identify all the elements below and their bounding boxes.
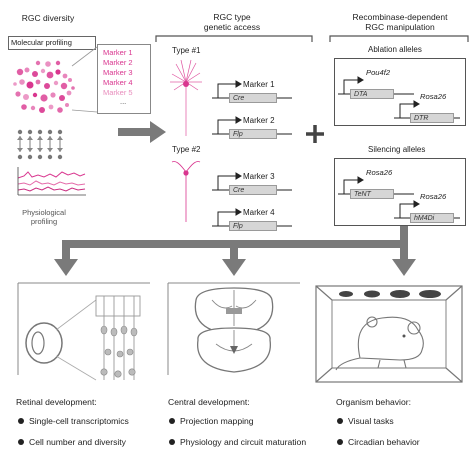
silencing-promoter: Rosa26 xyxy=(366,168,393,177)
construct-gene-label: Cre xyxy=(233,186,245,194)
construct-gene-label: Flp xyxy=(233,222,243,230)
construct-marker-label: Marker 2 xyxy=(243,116,275,125)
ablation-gene-label: DTR xyxy=(414,114,429,122)
silencing-gene-box: TeNT xyxy=(350,189,394,199)
organism-behavior-title: Organism behavior: xyxy=(336,397,411,407)
retinal-item: Single-cell transcriptomics xyxy=(29,416,129,426)
marker-list-item: Marker 4 xyxy=(103,78,133,87)
silencing-gene-label: hM4Di xyxy=(414,214,435,222)
retinal-development-title: Retinal development: xyxy=(16,397,97,407)
retinal-item: Cell number and diversity xyxy=(29,437,126,447)
construct-marker-label: Marker 4 xyxy=(243,208,275,217)
section3-title: Recombinase-dependent RGC manipulation xyxy=(330,12,470,32)
type2-label: Type #2 xyxy=(172,145,201,154)
section3-title-line1: Recombinase-dependent xyxy=(352,12,448,22)
silencing-promoter: Rosa26 xyxy=(420,192,447,201)
ablation-promoter: Pou4f2 xyxy=(366,68,391,77)
central-item: Physiology and circuit maturation xyxy=(180,437,307,447)
ablation-gene-label: DTA xyxy=(354,90,368,98)
molecular-profiling-label-box: Molecular profiling xyxy=(8,36,96,50)
section2-title-line1: RGC type xyxy=(213,12,251,22)
ablation-title: Ablation alleles xyxy=(368,45,422,54)
section1-title: RGC diversity xyxy=(21,13,75,23)
construct-gene-box: Flp xyxy=(229,221,277,231)
silencing-gene-label: TeNT xyxy=(354,190,371,198)
ablation-promoter: Rosa26 xyxy=(420,92,447,101)
molecular-profiling-label: Molecular profiling xyxy=(11,38,72,47)
marker-list-item: Marker 2 xyxy=(103,58,133,67)
construct-gene-box: Flp xyxy=(229,129,277,139)
marker-list-item: Marker 5 xyxy=(103,88,133,97)
central-development-title: Central development: xyxy=(168,397,250,407)
construct-marker-label: Marker 1 xyxy=(243,80,275,89)
marker-list-box: Marker 1 Marker 2 Marker 3 Marker 4 Mark… xyxy=(97,44,151,114)
right-arrow-icon xyxy=(118,121,166,143)
silencing-title: Silencing alleles xyxy=(368,145,426,154)
section3-title-line2: RGC manipulation xyxy=(365,22,435,32)
physio-label-line1: Physiological xyxy=(22,208,66,217)
silencing-gene-box: hM4Di xyxy=(410,213,454,223)
physio-label-line2: profiling xyxy=(30,217,58,226)
marker-list-item: ... xyxy=(120,97,127,106)
physiological-profiling-label: Physiological profiling xyxy=(14,208,74,226)
construct-gene-box: Cre xyxy=(229,185,277,195)
marker-list-item: Marker 3 xyxy=(103,68,133,77)
ablation-gene-box: DTR xyxy=(410,113,454,123)
behavior-item: Visual tasks xyxy=(348,416,394,426)
behavior-item: Circadian behavior xyxy=(348,437,420,447)
construct-gene-label: Flp xyxy=(233,130,243,138)
construct-marker-label: Marker 3 xyxy=(243,172,275,181)
type1-label: Type #1 xyxy=(172,46,201,55)
marker-list-item: Marker 1 xyxy=(103,48,133,57)
central-item: Projection mapping xyxy=(180,416,254,426)
ablation-gene-box: DTA xyxy=(350,89,394,99)
section2-title: RGC type genetic access xyxy=(172,12,292,32)
construct-gene-label: Cre xyxy=(233,94,245,102)
section2-title-line2: genetic access xyxy=(203,22,261,32)
construct-gene-box: Cre xyxy=(229,93,277,103)
